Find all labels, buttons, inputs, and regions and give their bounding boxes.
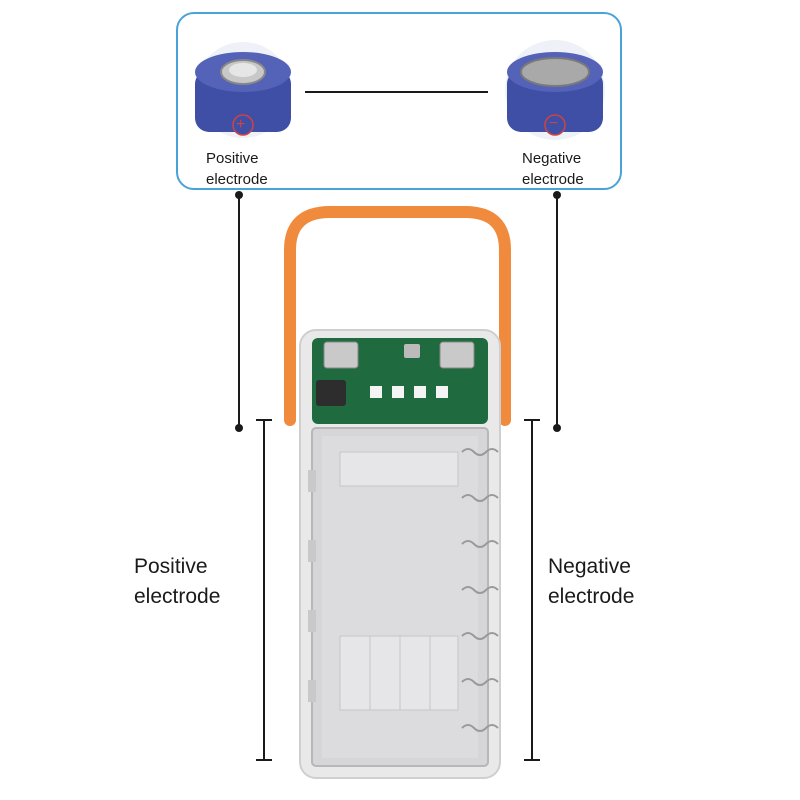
callout-negative-line-2: electrode [522, 171, 584, 188]
power-bank-case-icon [284, 206, 511, 779]
battery-positive-cell-icon [195, 42, 291, 138]
negative-bracket [524, 419, 540, 761]
main-negative-line-2: electrode [548, 585, 635, 608]
callout-box [176, 12, 622, 190]
callout-positive-label: Positive electrode [206, 148, 268, 190]
main-negative-label: Negative electrode [548, 552, 634, 612]
positive-symbol: + [236, 116, 246, 133]
negative-symbol: − [549, 115, 559, 132]
callout-positive-line-1: Positive [206, 150, 259, 167]
main-positive-line-2: electrode [134, 585, 221, 608]
callout-positive-line-2: electrode [206, 171, 268, 188]
main-positive-label: Positive electrode [134, 552, 220, 612]
positive-bracket [256, 419, 272, 761]
battery-negative-cell-icon [505, 40, 605, 140]
main-negative-line-1: Negative [548, 555, 631, 578]
callout-negative-label: Negative electrode [522, 148, 584, 190]
callout-negative-line-1: Negative [522, 150, 582, 167]
main-positive-line-1: Positive [134, 555, 208, 578]
